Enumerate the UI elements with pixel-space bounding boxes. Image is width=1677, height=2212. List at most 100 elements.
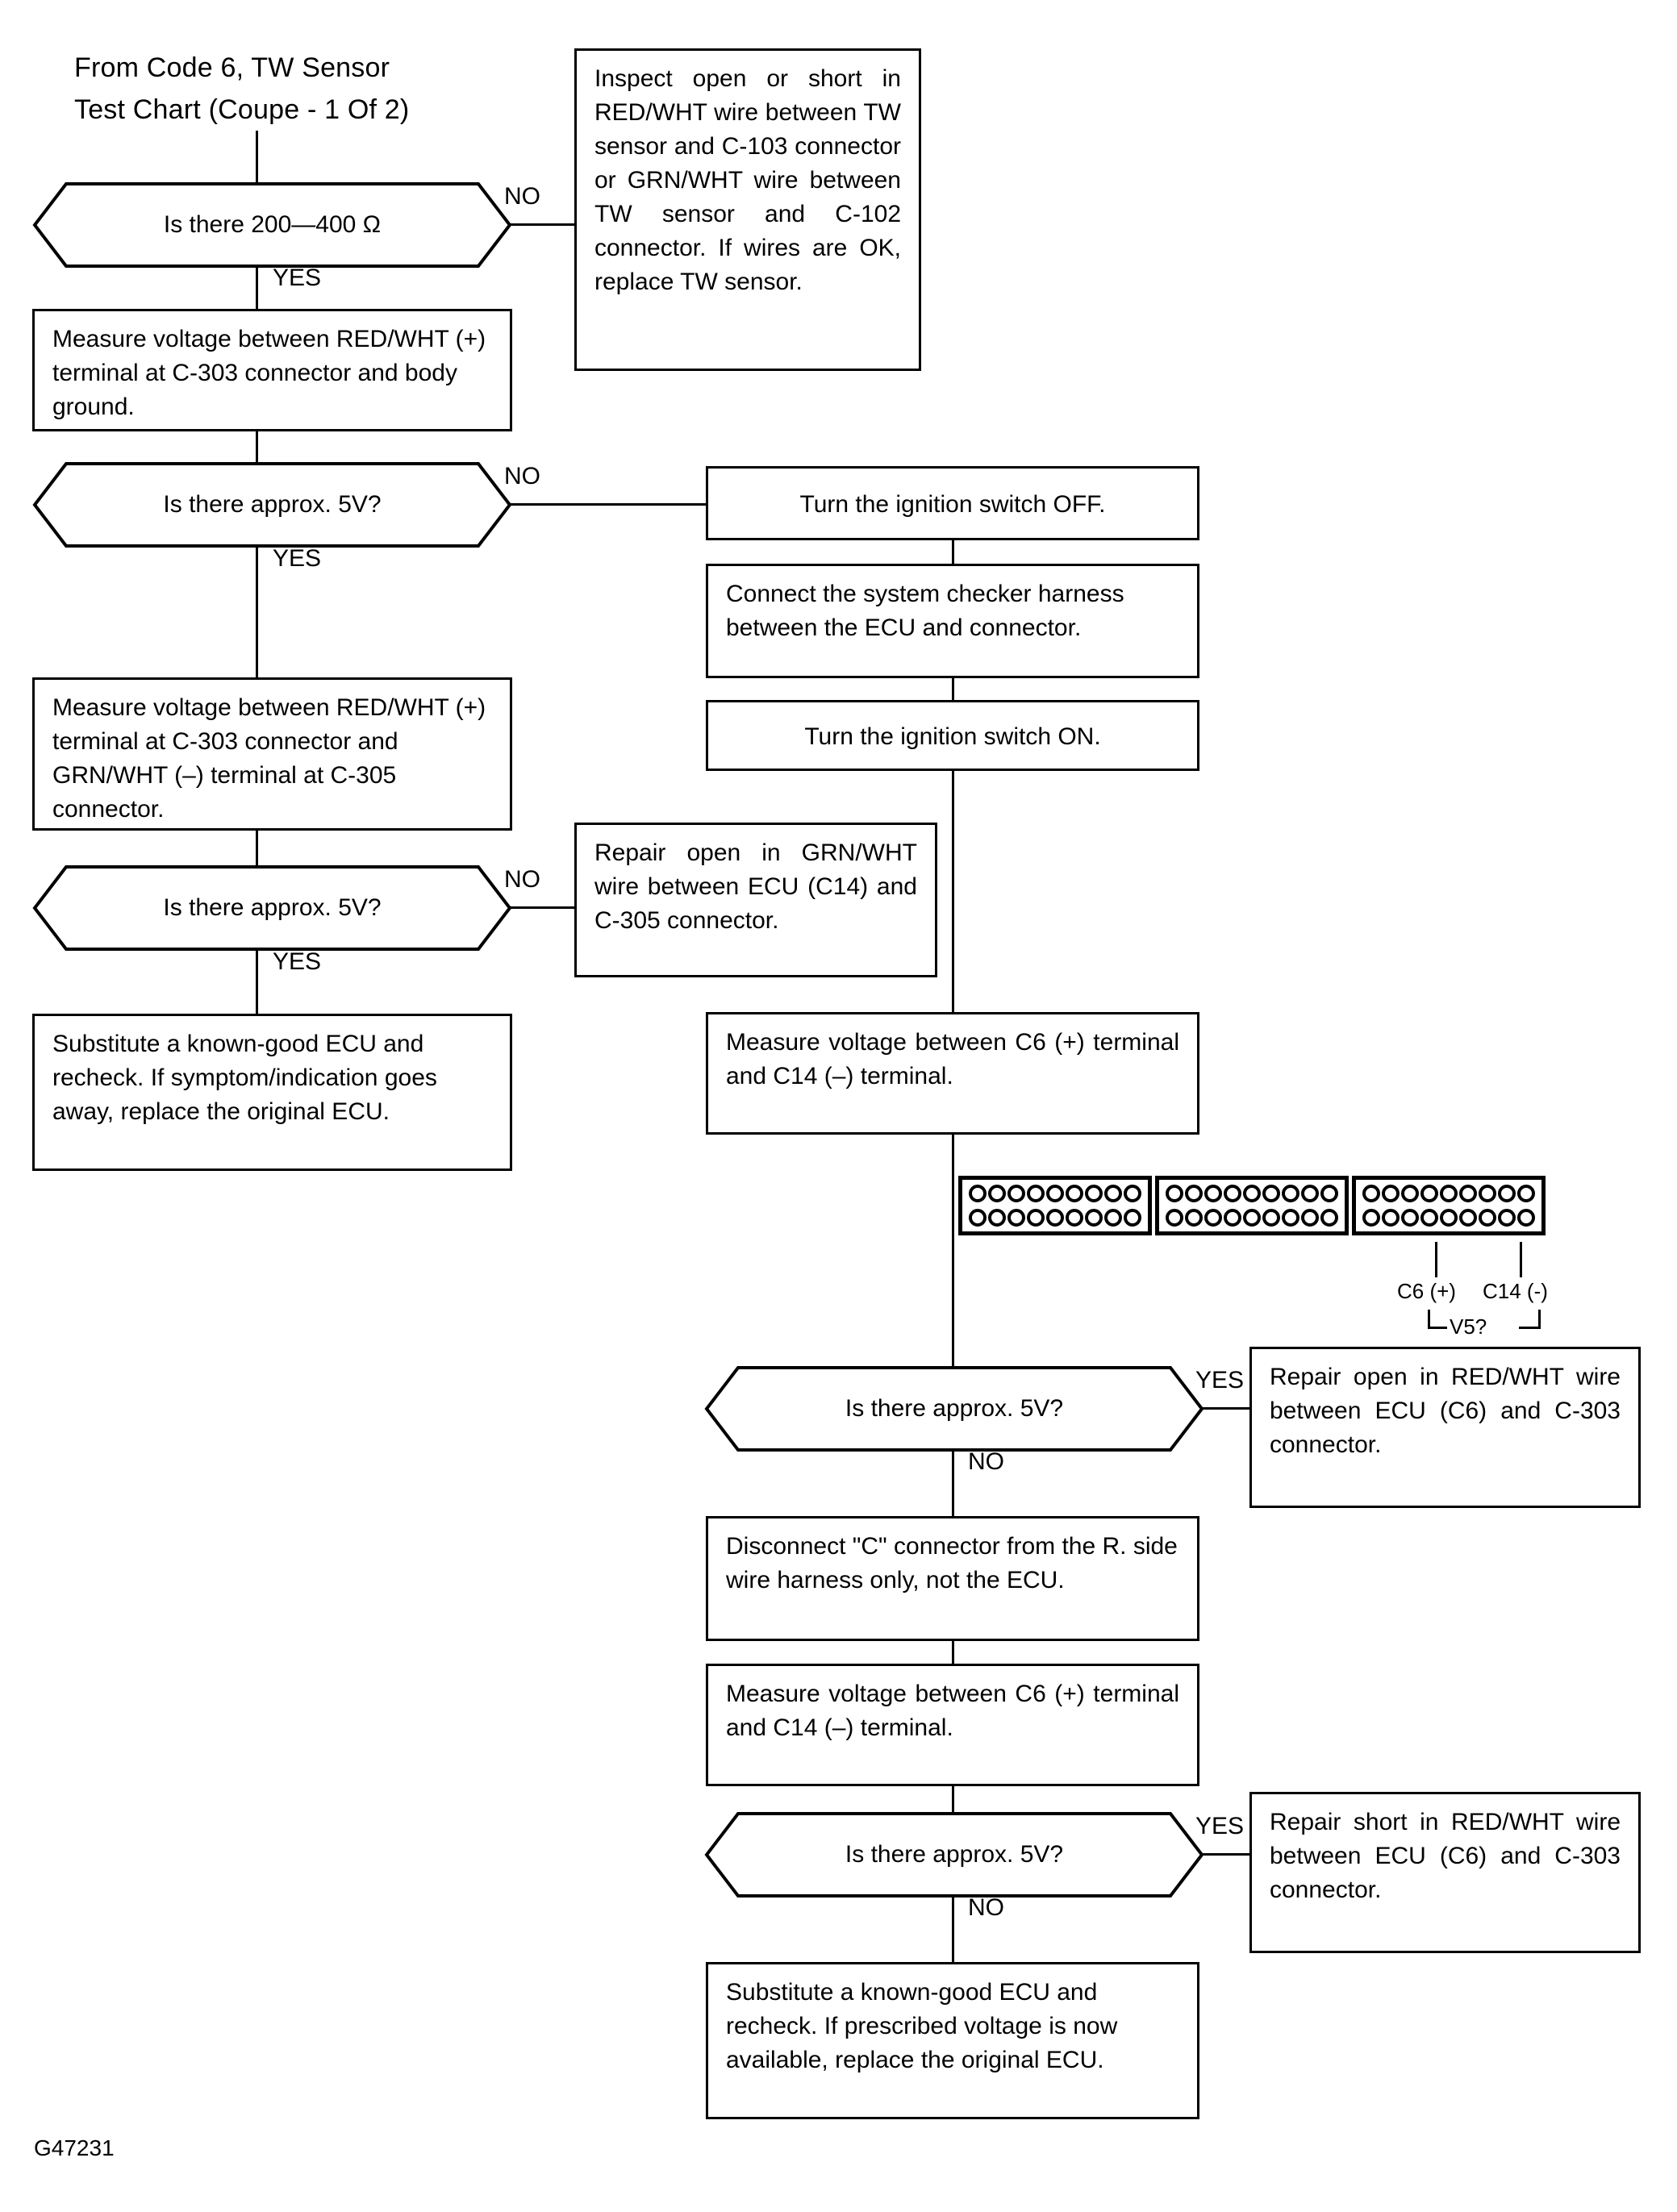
link-checker-to-ignon (952, 677, 954, 702)
pin (988, 1185, 1006, 1202)
pin (1262, 1209, 1280, 1227)
pin-c14 (1479, 1209, 1496, 1227)
pin (1362, 1209, 1380, 1227)
pin (1027, 1185, 1045, 1202)
box-disconnect-c-connector-text: Disconnect "C" connector from the R. sid… (726, 1533, 1178, 1593)
link-ignoff-to-checker (952, 539, 954, 565)
connector-label-c14: C14 (-) (1483, 1279, 1548, 1303)
box-repair-open-grn-wht: Repair open in GRN/WHT wire between ECU … (574, 823, 937, 977)
branch-label-d1-yes: YES (273, 265, 322, 291)
connector-block-3-row-1 (1362, 1185, 1535, 1202)
measurement-bracket (1428, 1310, 1541, 1337)
link-title-to-d1 (256, 131, 258, 189)
pin (1124, 1185, 1141, 1202)
measurement-value-label: V5? (1450, 1314, 1487, 1339)
box-measure-c6-c14-b-text: Measure voltage between C6 (+) terminal … (726, 1681, 1179, 1741)
pin (1440, 1185, 1458, 1202)
box-measure-voltage-body-ground: Measure voltage between RED/WHT (+) term… (32, 309, 512, 431)
pin (1007, 1185, 1025, 1202)
link-d4-no (952, 1450, 954, 1518)
pin (1420, 1209, 1438, 1227)
pin (1382, 1209, 1400, 1227)
box-measure-voltage-c303-c305-text: Measure voltage between RED/WHT (+) term… (52, 694, 486, 823)
connector-block-1 (958, 1176, 1152, 1235)
branch-label-d3-no: NO (504, 866, 540, 893)
decision-5v-c6-c14-a: Is there approx. 5V? (704, 1365, 1204, 1452)
pin (1085, 1185, 1103, 1202)
decision-resistance: Is there 200—400 Ω (32, 181, 512, 269)
pin (1046, 1185, 1064, 1202)
pin (1066, 1185, 1083, 1202)
link-d2-no (510, 503, 708, 506)
decision-5v-c6-c14-a-label: Is there approx. 5V? (845, 1395, 1064, 1422)
pin (1320, 1209, 1338, 1227)
connector-block-row (958, 1176, 1546, 1235)
link-disconnect-to-measure-c6b (952, 1639, 954, 1665)
pin (1282, 1185, 1299, 1202)
pin (1382, 1185, 1400, 1202)
pin (1166, 1185, 1183, 1202)
decision-5v-at-c303: Is there approx. 5V? (32, 461, 512, 548)
connector-block-1-row-2 (969, 1209, 1141, 1227)
box-inspect-wires-text: Inspect open or short in RED/WHT wire be… (594, 65, 901, 295)
branch-label-d2-yes: YES (273, 545, 322, 572)
box-ignition-on: Turn the ignition switch ON. (706, 700, 1199, 771)
link-d1-yes (256, 266, 258, 310)
pin (1420, 1185, 1438, 1202)
pin (1517, 1209, 1535, 1227)
pin (1401, 1185, 1419, 1202)
pin (1301, 1209, 1319, 1227)
pin (1498, 1185, 1516, 1202)
decision-resistance-label: Is there 200—400 Ω (163, 211, 382, 238)
pin (1459, 1185, 1477, 1202)
box-connect-checker-harness-text: Connect the system checker harness betwe… (726, 581, 1124, 641)
decision-5v-c6-c14-b-label: Is there approx. 5V? (845, 1841, 1064, 1868)
branch-label-d5-no: NO (968, 1894, 1004, 1921)
pin (1498, 1209, 1516, 1227)
figure-code: G47231 (34, 2135, 115, 2160)
decision-5v-at-c303-label: Is there approx. 5V? (163, 491, 382, 518)
pin (1362, 1185, 1380, 1202)
branch-label-d2-no: NO (504, 463, 540, 489)
pin (1282, 1209, 1299, 1227)
box-measure-voltage-body-ground-text: Measure voltage between RED/WHT (+) term… (52, 326, 486, 420)
pin (1104, 1209, 1122, 1227)
box-measure-voltage-c303-c305: Measure voltage between RED/WHT (+) term… (32, 677, 512, 831)
box-inspect-wires: Inspect open or short in RED/WHT wire be… (574, 48, 921, 371)
pin-c6 (1401, 1209, 1419, 1227)
box-repair-open-red-wht-text: Repair open in RED/WHT wire between ECU … (1270, 1364, 1621, 1458)
pin (988, 1209, 1006, 1227)
box-measure-c6-c14-a: Measure voltage between C6 (+) terminal … (706, 1012, 1199, 1135)
box-substitute-ecu-voltage: Substitute a known-good ECU and recheck.… (706, 1962, 1199, 2119)
connector-block-3 (1352, 1176, 1546, 1235)
pin (1204, 1185, 1222, 1202)
box-ignition-on-text: Turn the ignition switch ON. (804, 723, 1101, 750)
pin (1007, 1209, 1025, 1227)
pin (1224, 1185, 1241, 1202)
connector-block-3-row-2 (1362, 1209, 1535, 1227)
chart-title-line1: From Code 6, TW Sensor (74, 52, 390, 83)
branch-label-d3-yes: YES (273, 948, 322, 975)
connector-label-c6: C6 (+) (1397, 1279, 1456, 1303)
pin (1124, 1209, 1141, 1227)
box-ignition-off-text: Turn the ignition switch OFF. (799, 491, 1106, 518)
box-ignition-off: Turn the ignition switch OFF. (706, 466, 1199, 540)
pin (1166, 1209, 1183, 1227)
link-d3-no (510, 906, 574, 909)
box-substitute-ecu-symptom: Substitute a known-good ECU and recheck.… (32, 1014, 512, 1171)
leader-line-c14 (1520, 1242, 1522, 1277)
pin (1262, 1185, 1280, 1202)
branch-label-d4-no: NO (968, 1448, 1004, 1475)
decision-5v-c6-c14-b: Is there approx. 5V? (704, 1811, 1204, 1898)
pin (1104, 1185, 1122, 1202)
connector-block-2 (1155, 1176, 1349, 1235)
pin (1517, 1185, 1535, 1202)
pin (1243, 1185, 1261, 1202)
link-measure-c6b-to-d5 (952, 1785, 954, 1814)
box-repair-short-red-wht: Repair short in RED/WHT wire between ECU… (1249, 1792, 1641, 1953)
connector-block-2-row-1 (1166, 1185, 1338, 1202)
connector-block-2-row-2 (1166, 1209, 1338, 1227)
branch-label-d1-no: NO (504, 183, 540, 210)
pin (1320, 1185, 1338, 1202)
